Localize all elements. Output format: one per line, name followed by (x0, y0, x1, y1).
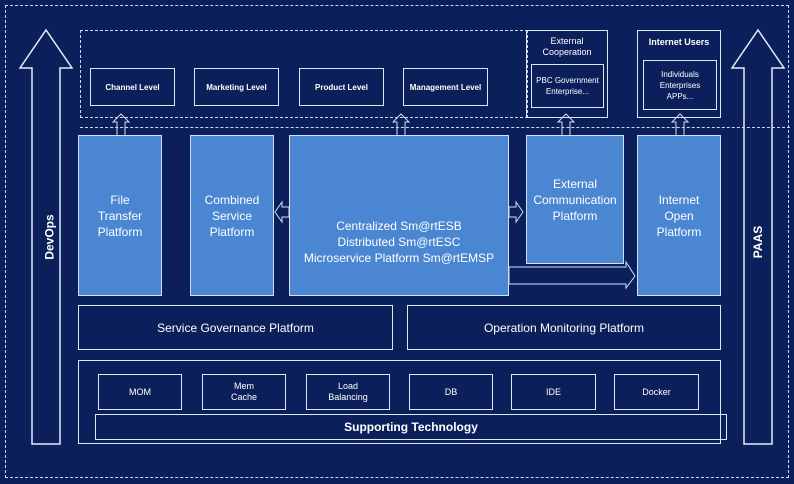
paas-label: PAAS (751, 225, 766, 259)
docker-box: Docker (614, 374, 699, 410)
mem-cache-box: Mem Cache (202, 374, 286, 410)
ide-box: IDE (511, 374, 596, 410)
internet-users-box: Internet Users Individuals Enterprises A… (637, 30, 721, 118)
dashed-divider (80, 127, 790, 128)
operation-monitoring-platform: Operation Monitoring Platform (407, 305, 721, 350)
internet-open-platform: Internet Open Platform (637, 135, 721, 296)
flow-arrows (274, 200, 636, 290)
db-box: DB (409, 374, 493, 410)
supporting-technology-group (78, 360, 721, 444)
external-cooperation-box: External Cooperation PBC Government Ente… (526, 30, 608, 118)
channel-level: Channel Level (90, 68, 175, 106)
levels-group (80, 30, 528, 118)
internet-users-content: Individuals Enterprises APPs... (643, 60, 717, 110)
external-cooperation-content: PBC Government Enterprise... (531, 64, 604, 108)
internet-users-title: Internet Users (648, 37, 710, 47)
file-transfer-platform: File Transfer Platform (78, 135, 162, 296)
supporting-technology-label: Supporting Technology (95, 414, 727, 440)
product-level: Product Level (299, 68, 384, 106)
central-platform: Centralized Sm@rtESB Distributed Sm@rtES… (289, 135, 509, 296)
external-cooperation-title: External Cooperation (542, 36, 592, 57)
management-level: Management Level (403, 68, 488, 106)
load-balancing-box: Load Balancing (306, 374, 390, 410)
up-arrows (111, 113, 690, 137)
devops-label: DevOps (42, 214, 57, 260)
outer-frame (5, 5, 789, 478)
paas-arrow (730, 28, 786, 445)
devops-arrow (18, 28, 74, 445)
external-communication-platform: External Communication Platform (526, 135, 624, 264)
service-governance-platform: Service Governance Platform (78, 305, 393, 350)
combined-service-platform: Combined Service Platform (190, 135, 274, 296)
mom-box: MOM (98, 374, 182, 410)
marketing-level: Marketing Level (194, 68, 279, 106)
